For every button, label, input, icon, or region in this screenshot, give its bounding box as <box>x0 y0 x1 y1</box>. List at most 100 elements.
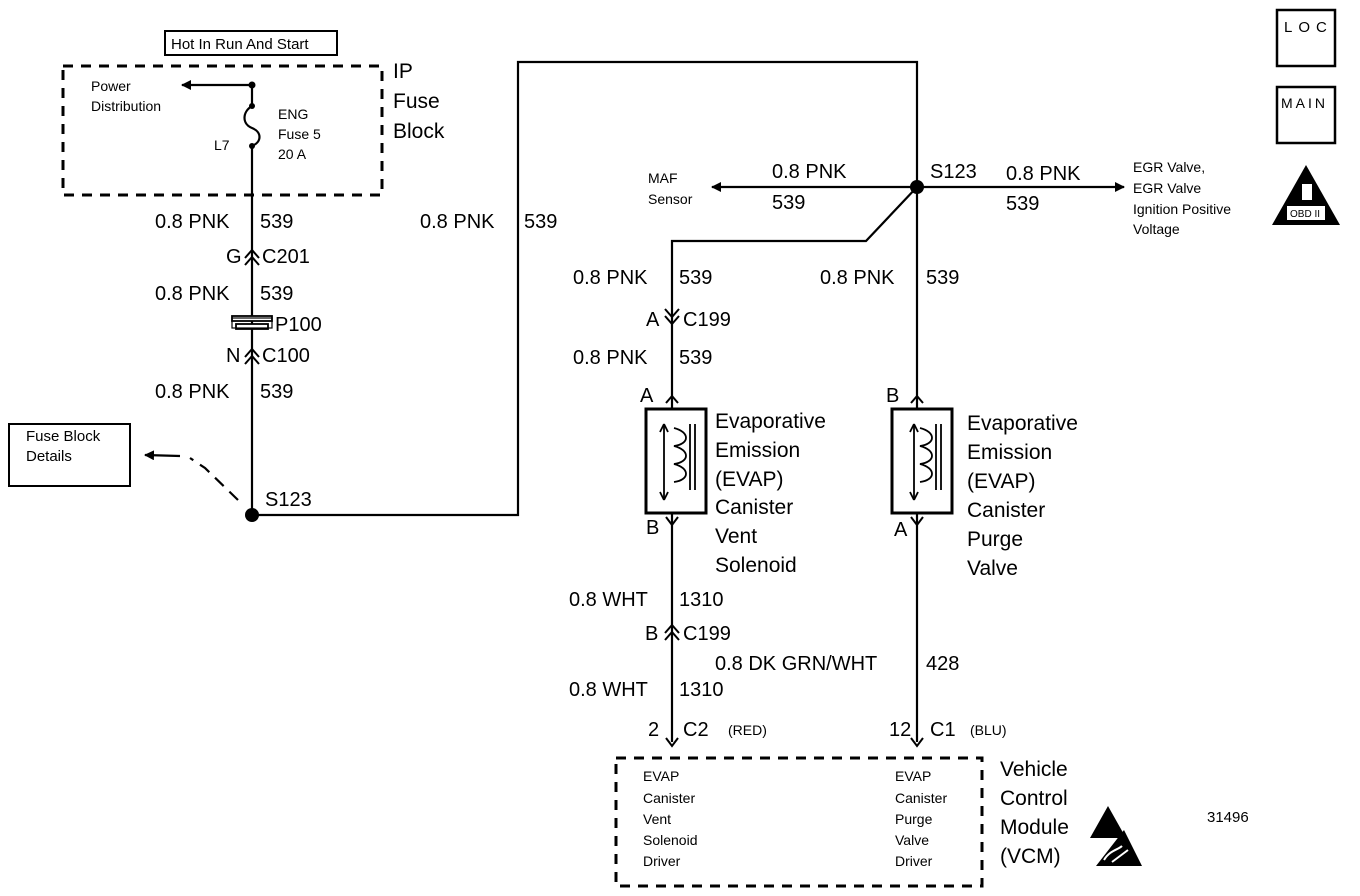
purge-w2-gauge: 0.8 DK GRN/WHT <box>715 653 877 675</box>
c199-a-label: C199 <box>683 309 731 331</box>
riser-wire <box>252 60 919 517</box>
vent-w1-gauge: 0.8 PNK <box>573 267 648 289</box>
left-w2-gauge: 0.8 PNK <box>155 283 230 305</box>
esd-warning-icon[interactable] <box>1090 806 1142 866</box>
main-badge-text: MAIN <box>1281 95 1328 111</box>
purge-name-3: (EVAP) <box>967 470 1035 493</box>
vent-name-1: Evaporative <box>715 410 826 433</box>
left-w1-gauge: 0.8 PNK <box>155 211 230 233</box>
vcm-vent-driver-2: Canister <box>643 790 695 806</box>
purge-top-pin: B <box>886 385 899 407</box>
vcm-box <box>614 756 984 888</box>
vent-name-5: Vent <box>715 525 757 548</box>
vcm-purge-driver-2: Canister <box>895 790 947 806</box>
vcm-vent-driver-5: Driver <box>643 853 681 869</box>
p100-passthrough-icon <box>231 315 273 330</box>
vent-name-2: Emission <box>715 439 800 462</box>
fuse-pin-top <box>249 103 255 109</box>
c1-pin: 12 <box>889 719 911 741</box>
obd-ii-icon[interactable]: OBD II <box>1272 165 1340 225</box>
c100-pin: N <box>226 345 240 367</box>
fuse-pin-bottom <box>249 143 255 149</box>
vent-w4-gauge: 0.8 WHT <box>569 679 648 701</box>
egr-gauge: 0.8 PNK <box>1006 163 1081 185</box>
c100-label: C100 <box>262 345 310 367</box>
left-w1-circuit: 539 <box>260 211 293 233</box>
vent-top-pin: A <box>640 385 654 407</box>
vcm-title-2: Control <box>1000 787 1068 810</box>
fuse-block-details-1: Fuse Block <box>26 428 101 445</box>
c201-label: C201 <box>262 246 310 268</box>
ip-fuse-block-title-1: IP <box>393 60 413 83</box>
fuse-label-1: ENG <box>278 106 308 122</box>
left-w3-circuit: 539 <box>260 381 293 403</box>
ip-fuse-block-title-2: Fuse <box>393 90 440 113</box>
vent-w3-gauge: 0.8 WHT <box>569 589 648 611</box>
c100-connector-icon <box>244 347 260 365</box>
evap-purge-valve-icon <box>890 398 954 515</box>
purge-name-4: Canister <box>967 499 1045 522</box>
purge-name-5: Purge <box>967 528 1023 551</box>
eng-fuse-5-icon <box>243 85 261 152</box>
c1-pin-icon <box>910 737 924 748</box>
hot-label: Hot In Run And Start <box>171 36 309 53</box>
vcm-title-4: (VCM) <box>1000 845 1061 868</box>
riser-circuit: 539 <box>524 211 557 233</box>
vent-w2-circuit: 539 <box>679 347 712 369</box>
s123-left-label: S123 <box>265 489 312 511</box>
vent-w3-circuit: 1310 <box>679 589 724 611</box>
purge-name-1: Evaporative <box>967 412 1078 435</box>
vcm-purge-driver-5: Driver <box>895 853 933 869</box>
vent-name-6: Solenoid <box>715 554 797 577</box>
fuse-label-2: Fuse 5 <box>278 126 321 142</box>
ip-fuse-block-title-3: Block <box>393 120 445 143</box>
c201-pin: G <box>226 246 242 268</box>
egr-label-1: EGR Valve, <box>1133 159 1205 175</box>
vcm-purge-driver-4: Valve <box>895 832 929 848</box>
p100-label: P100 <box>275 314 322 336</box>
c2-color: (RED) <box>728 722 767 738</box>
c199-b-pin: B <box>645 623 658 645</box>
vent-feed-wire <box>670 186 918 398</box>
vent-name-4: Canister <box>715 496 793 519</box>
egr-circuit: 539 <box>1006 193 1039 215</box>
c199-a-connector-icon <box>664 308 680 326</box>
vcm-vent-driver-4: Solenoid <box>643 832 698 848</box>
maf-gauge: 0.8 PNK <box>772 161 847 183</box>
c2-pin: 2 <box>648 719 659 741</box>
fuse-block-details-2: Details <box>26 448 72 465</box>
fuse-ref: L7 <box>214 137 230 153</box>
purge-w1-circuit: 539 <box>926 267 959 289</box>
egr-label-4: Voltage <box>1133 221 1180 237</box>
vent-top-pin-icon <box>665 394 679 404</box>
vcm-purge-driver-1: EVAP <box>895 768 931 784</box>
c199-b-connector-icon <box>664 623 680 641</box>
purge-w2-circuit: 428 <box>926 653 959 675</box>
vcm-title-1: Vehicle <box>1000 758 1068 781</box>
obd-badge-text: OBD II <box>1290 209 1320 220</box>
c199-a-pin: A <box>646 309 660 331</box>
loc-badge-text: LOC <box>1284 19 1333 36</box>
main-badge[interactable]: MAIN <box>1275 85 1337 145</box>
vcm-purge-driver-3: Purge <box>895 811 933 827</box>
purge-w1-gauge: 0.8 PNK <box>820 267 895 289</box>
vent-w1-circuit: 539 <box>679 267 712 289</box>
fuse-block-details-box[interactable]: Fuse Block Details <box>8 423 131 487</box>
fuse-block-details-arrow <box>144 450 181 461</box>
ip-fuse-block-box <box>61 64 384 197</box>
riser-gauge: 0.8 PNK <box>420 211 495 233</box>
purge-name-6: Valve <box>967 557 1018 580</box>
c1-label: C1 <box>930 719 956 741</box>
maf-sensor-label-2: Sensor <box>648 191 693 207</box>
loc-badge[interactable]: LOC <box>1275 8 1337 68</box>
s123-top-label: S123 <box>930 161 977 183</box>
vcm-title-3: Module <box>1000 816 1069 839</box>
vent-bottom-pin: B <box>646 517 659 539</box>
egr-label-3: Ignition Positive <box>1133 201 1231 217</box>
maf-sensor-label-1: MAF <box>648 170 678 186</box>
power-distribution-label-2: Distribution <box>91 98 161 114</box>
left-w3-gauge: 0.8 PNK <box>155 381 230 403</box>
c1-color: (BLU) <box>970 722 1007 738</box>
evap-vent-solenoid-icon <box>644 398 708 515</box>
